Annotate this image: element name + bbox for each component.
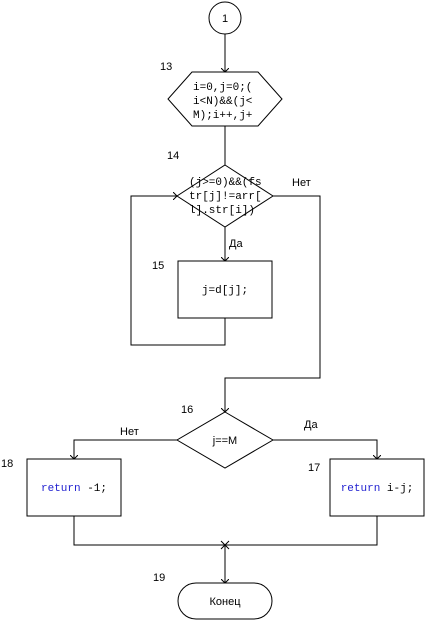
step-number-13: 13 — [160, 61, 172, 73]
edge-loop-back — [130, 196, 226, 346]
condition1-no-label: Нет — [292, 177, 311, 189]
condition2-text: j==M — [212, 435, 237, 447]
step-number-17: 17 — [308, 462, 320, 474]
condition2-diamond: j==M — [176, 411, 274, 469]
return-right-keyword: return — [341, 483, 381, 495]
condition2-yes-label: Да — [304, 419, 318, 431]
loop-line-3: M);i++,j+ — [193, 110, 252, 122]
condition1-line-2: tr[j]!=arr[ — [189, 191, 262, 203]
loop-line-1: i=0,j=0;( — [193, 82, 252, 94]
condition1-line-1: (j>=0)&&(fs — [189, 177, 262, 189]
process-text: j=d[j]; — [202, 285, 248, 297]
return-left-text: return -1; — [41, 483, 107, 495]
process-block: j=d[j]; — [177, 260, 273, 319]
loop-line-2: i<N)&&(j< — [193, 96, 252, 108]
condition2-no-label: Нет — [120, 426, 139, 438]
step-number-16: 16 — [181, 404, 193, 416]
connector-node: 1 — [208, 1, 242, 35]
condition1-diamond: (j>=0)&&(fs tr[j]!=arr[ l].str[i]) — [176, 164, 274, 228]
return-right-block: return i-j; — [329, 458, 425, 517]
return-right-value: i-j; — [380, 483, 413, 495]
return-left-value: -1; — [81, 483, 107, 495]
edge-merge — [73, 516, 378, 546]
end-terminator: Конец — [177, 582, 273, 620]
connector-label: 1 — [222, 13, 228, 25]
return-left-block: return -1; — [26, 458, 122, 517]
edge-condition1-no — [225, 195, 321, 412]
step-number-19: 19 — [153, 572, 165, 584]
edge-condition2-yes — [273, 439, 377, 459]
edge-condition2-no — [74, 439, 177, 459]
return-left-keyword: return — [41, 483, 81, 495]
return-right-text: return i-j; — [341, 483, 414, 495]
condition1-yes-label: Да — [229, 238, 243, 250]
step-number-18: 18 — [1, 458, 13, 470]
condition1-line-3: l].str[i]) — [189, 205, 255, 217]
step-number-15: 15 — [152, 260, 164, 272]
loop-block: i=0,j=0;( i<N)&&(j< M);i++,j+ — [167, 71, 283, 127]
step-number-14: 14 — [167, 150, 179, 162]
end-label: Конец — [209, 596, 241, 608]
